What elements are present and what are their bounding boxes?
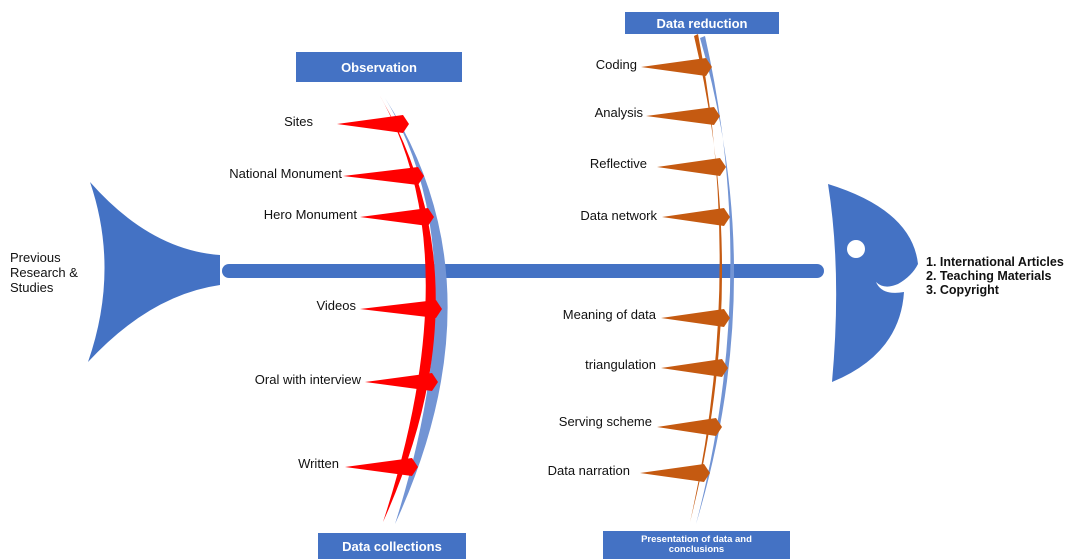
- tail-label-line: Previous: [10, 250, 61, 265]
- reduction-rib: [641, 58, 712, 76]
- data-reduction-label: Data reduction: [656, 15, 748, 31]
- presentation-label-line: Presentation of data and: [641, 534, 752, 545]
- rib-label-videos: Videos: [316, 298, 356, 313]
- collection-rib: [365, 373, 438, 391]
- outcome-item: 1. International Articles: [926, 255, 1064, 269]
- rib-label-national-monument: National Monument: [229, 166, 342, 181]
- reduction-rib: [657, 158, 726, 176]
- rib-label-triangulation: triangulation: [585, 357, 656, 372]
- rib-label-sites: Sites: [284, 114, 313, 129]
- collection-bone-shadow: [385, 98, 448, 524]
- fish-spine: [222, 264, 824, 278]
- fish-eye: [847, 240, 865, 258]
- reduction-rib: [662, 208, 730, 226]
- collection-rib: [337, 115, 409, 133]
- data-reduction-box: Data reduction: [625, 12, 779, 34]
- rib-label-analysis: Analysis: [594, 105, 643, 120]
- rib-label-coding: Coding: [595, 57, 637, 72]
- observation-label: Observation: [341, 59, 417, 75]
- collection-rib: [360, 300, 442, 318]
- reduction-rib: [640, 464, 710, 482]
- reduction-rib: [657, 418, 722, 436]
- collection-rib: [343, 167, 424, 185]
- fish-tail: [88, 182, 220, 362]
- collection-rib: [360, 208, 434, 226]
- collection-bone: [380, 96, 436, 522]
- rib-label-serving-scheme: Serving scheme: [558, 414, 652, 429]
- outcome-item: 3. Copyright: [926, 283, 999, 297]
- tail-label: Previous Research & Studies: [10, 250, 78, 295]
- reduction-rib: [646, 107, 720, 125]
- rib-label-data-narration: Data narration: [547, 463, 630, 478]
- rib-label-written: Written: [298, 456, 339, 471]
- rib-label-reflective: Reflective: [589, 156, 647, 171]
- data-collections-label: Data collections: [342, 538, 442, 554]
- rib-label-hero-monument: Hero Monument: [263, 207, 357, 222]
- presentation-box: Presentation of data and conclusions: [603, 531, 790, 559]
- rib-label-meaning-of-data: Meaning of data: [562, 307, 656, 322]
- reduction-rib: [661, 359, 728, 377]
- reduction-ribs: [640, 58, 730, 482]
- observation-box: Observation: [296, 52, 462, 82]
- rib-label-oral-with-interview: Oral with interview: [254, 372, 361, 387]
- reduction-rib: [661, 309, 730, 327]
- fish-head: [828, 184, 918, 382]
- collection-rib: [345, 458, 418, 476]
- tail-label-line: Research &: [10, 265, 78, 280]
- outcomes-list: 1. International Articles 2. Teaching Ma…: [926, 255, 1064, 297]
- outcome-item: 2. Teaching Materials: [926, 269, 1052, 283]
- collection-ribs: [337, 115, 442, 476]
- presentation-label-line: conclusions: [668, 544, 725, 555]
- tail-label-line: Studies: [10, 280, 54, 295]
- data-collections-box: Data collections: [318, 533, 466, 559]
- rib-label-data-network: Data network: [580, 208, 657, 223]
